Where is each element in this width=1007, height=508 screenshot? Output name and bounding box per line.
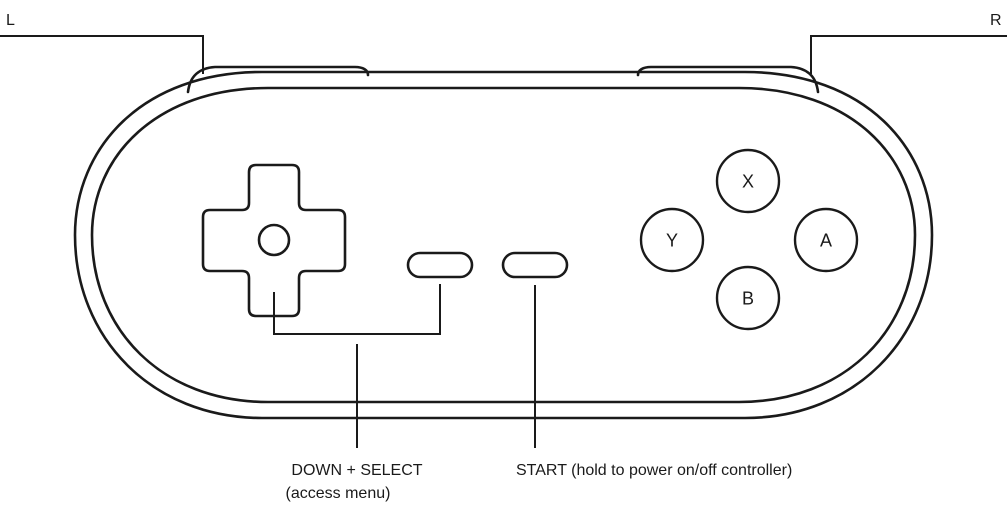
x-button-label: X	[742, 172, 754, 192]
dpad	[201, 163, 347, 318]
start-label: START (hold to power on/off controller)	[516, 462, 792, 479]
a-button: A	[793, 207, 859, 273]
select-button	[406, 251, 474, 279]
down-select-sublabel: (access menu)	[286, 485, 391, 502]
x-button: X	[715, 148, 781, 214]
y-button: Y	[639, 207, 705, 273]
b-button-label: B	[742, 289, 754, 309]
right-shoulder-leader-line	[810, 35, 1007, 74]
a-button-label: A	[820, 231, 832, 251]
left-shoulder-label: L	[6, 12, 15, 29]
y-button-label: Y	[666, 231, 678, 251]
dpad-center-icon	[257, 223, 291, 257]
start-button	[501, 251, 569, 279]
left-shoulder-leader-line	[0, 35, 204, 74]
down-select-bracket-line	[273, 284, 441, 335]
controller-outer-body	[73, 70, 934, 420]
right-shoulder-label: R	[990, 12, 1002, 29]
b-button: B	[715, 265, 781, 331]
controller-inner-bevel	[90, 86, 917, 404]
down-select-label: DOWN + SELECT	[291, 462, 422, 479]
